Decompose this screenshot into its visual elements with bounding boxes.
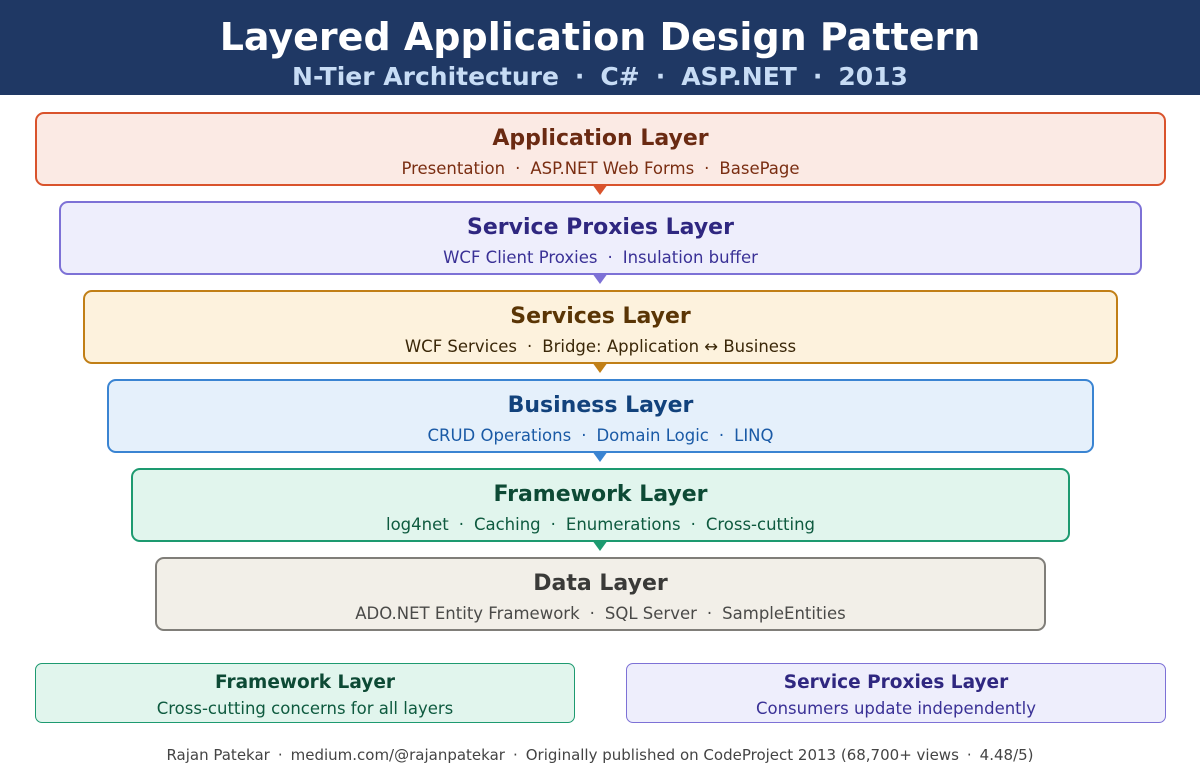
footer-separator: ·	[966, 746, 972, 764]
layer-title: Services Layer	[510, 304, 691, 329]
subtitle-language: C#	[600, 62, 640, 91]
down-arrow-icon	[592, 362, 608, 373]
detail-separator: ·	[704, 159, 710, 178]
subtitle-architecture: N-Tier Architecture	[292, 62, 559, 91]
layer-detail-item: ADO.NET Entity Framework	[355, 604, 580, 623]
layer-details: WCF Services · Bridge: Application ↔ Busin…	[85, 336, 1116, 358]
note-title: Framework Layer	[215, 672, 395, 693]
layer-application: Application Layer Presentation · ASP.NET W…	[35, 112, 1166, 186]
detail-separator: ·	[550, 515, 556, 534]
layer-detail-item: BasePage	[719, 159, 800, 178]
note-text: Consumers update independently	[755, 699, 1036, 718]
layer-title: Service Proxies Layer	[467, 215, 734, 240]
header-banner: Layered Application Design Pattern N-Tie…	[0, 0, 1200, 95]
layer-detail-item: WCF Client Proxies	[443, 248, 598, 267]
layer-services: Services Layer WCF Services · Bridge: Appl…	[83, 290, 1118, 364]
detail-separator: ·	[706, 604, 713, 623]
subtitle-separator: ·	[812, 62, 823, 91]
layer-detail-item: SQL Server	[604, 604, 697, 623]
layer-detail-item: Domain Logic	[596, 426, 709, 445]
detail-separator: ·	[527, 337, 533, 356]
layer-business: Business Layer CRUD Operations · Domain Lo…	[107, 379, 1094, 453]
subtitle-framework: ASP.NET	[681, 62, 797, 91]
layer-details: ADO.NET Entity Framework · SQL Server · Samp…	[157, 603, 1044, 625]
layer-detail-item: Enumerations	[565, 515, 681, 534]
layer-detail-item: Presentation	[401, 159, 506, 178]
layer-detail-item: Caching	[473, 515, 541, 534]
detail-separator: ·	[607, 248, 613, 267]
layer-service-proxies: Service Proxies Layer WCF Client Proxies…	[59, 201, 1142, 275]
layer-details: CRUD Operations · Domain Logic · LINQ	[109, 425, 1092, 447]
detail-separator: ·	[589, 604, 595, 623]
footer-credits: Rajan Patekar · medium.com/@rajanpatekar · O…	[0, 744, 1200, 766]
layer-title: Data Layer	[533, 571, 668, 596]
layer-detail-item: log4net	[385, 515, 449, 534]
down-arrow-icon	[592, 540, 608, 551]
footer-separator: ·	[512, 746, 518, 764]
layer-details: WCF Client Proxies · Insulation buffer	[61, 247, 1140, 269]
footer-rating: 4.48/5)	[979, 746, 1034, 764]
note-text: Cross-cutting concerns for all layers	[156, 699, 454, 718]
layer-detail-item: Cross-cutting	[705, 515, 815, 534]
footer-author: Rajan Patekar	[166, 746, 270, 764]
layer-framework: Framework Layer log4net · Caching · Enumerat…	[131, 468, 1070, 542]
layer-title: Application Layer	[492, 126, 709, 151]
layer-detail-item: ASP.NET Web Forms	[530, 159, 695, 178]
subtitle-separator: ·	[574, 62, 585, 91]
page-title: Layered Application Design Pattern	[219, 15, 981, 59]
detail-separator: ·	[458, 515, 464, 534]
footer-link[interactable]: medium.com/@rajanpatekar	[290, 746, 505, 764]
down-arrow-icon	[592, 273, 608, 284]
layer-detail-item: CRUD Operations	[427, 426, 572, 445]
note-service-proxies-layer: Service Proxies Layer Consumers update i…	[626, 663, 1166, 723]
page-subtitle: N-Tier Architecture · C# · ASP.NET · 2013	[0, 60, 1200, 94]
note-framework-layer: Framework Layer Cross-cutting concerns f…	[35, 663, 575, 723]
subtitle-year: 2013	[838, 62, 908, 91]
detail-separator: ·	[515, 159, 521, 178]
layer-detail-item: Insulation buffer	[622, 248, 758, 267]
down-arrow-icon	[592, 451, 608, 462]
detail-separator: ·	[690, 515, 696, 534]
layer-detail-item: Bridge: Application ↔ Business	[542, 337, 797, 356]
subtitle-separator: ·	[655, 62, 666, 91]
layer-data: Data Layer ADO.NET Entity Framework · SQL …	[155, 557, 1046, 631]
layer-detail-item: SampleEntities	[722, 604, 846, 623]
layer-details: log4net · Caching · Enumerations · Cross-cutti…	[133, 514, 1068, 536]
layer-detail-item: LINQ	[734, 426, 774, 445]
footer-publication: Originally published on CodeProject 2013…	[525, 746, 959, 764]
detail-separator: ·	[581, 426, 587, 445]
down-arrow-icon	[592, 184, 608, 195]
layer-details: Presentation · ASP.NET Web Forms · BasePage	[37, 158, 1164, 180]
note-title: Service Proxies Layer	[783, 672, 1009, 693]
detail-separator: ·	[718, 426, 725, 445]
layer-title: Framework Layer	[493, 482, 708, 507]
layer-detail-item: WCF Services	[404, 337, 518, 356]
footer-separator: ·	[277, 746, 283, 764]
layer-title: Business Layer	[507, 393, 694, 418]
